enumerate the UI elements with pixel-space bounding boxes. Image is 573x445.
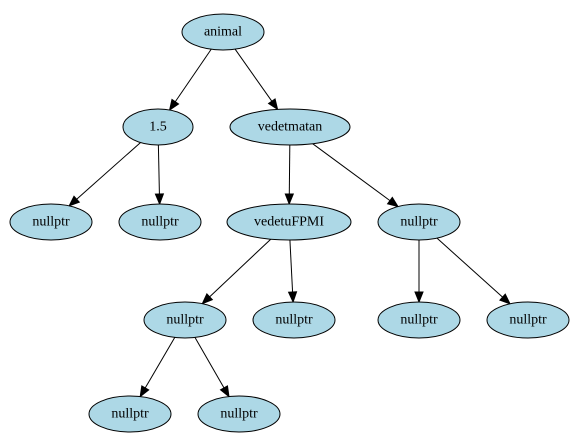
- edge-line: [436, 237, 503, 298]
- edge-line: [194, 337, 225, 389]
- node-label: animal: [204, 25, 242, 40]
- edge-n2-n6: [312, 143, 400, 208]
- tree-node: nullptr: [377, 301, 461, 339]
- edges-layer: [68, 48, 512, 398]
- edge-n5-n8: [287, 239, 298, 304]
- node-ellipse: [122, 108, 194, 146]
- edge-n7-n12: [194, 337, 230, 398]
- tree-node: nullptr: [88, 395, 172, 433]
- arrowhead-icon: [139, 385, 150, 398]
- node-label: nullptr: [111, 407, 149, 422]
- node-ellipse: [118, 203, 202, 241]
- edge-line: [157, 144, 160, 195]
- node-ellipse: [197, 395, 281, 433]
- edge-n1-n4: [154, 144, 165, 206]
- node-label: nullptr: [400, 215, 438, 230]
- node-label: nullptr: [509, 313, 547, 328]
- node-label: nullptr: [166, 313, 204, 328]
- edge-n0-n1: [168, 48, 212, 112]
- edge-line: [234, 48, 273, 102]
- edge-n0-n2: [234, 48, 279, 111]
- arrowhead-icon: [267, 98, 279, 111]
- edge-n1-n3: [68, 142, 141, 207]
- edge-n5-n7: [201, 238, 272, 305]
- node-label: vedetuFPMI: [254, 215, 324, 230]
- tree-node: nullptr: [9, 203, 93, 241]
- arrowhead-icon: [386, 196, 400, 208]
- nodes-layer: animal 1.5 vedetmatan nullptr nullptr vedetuF…: [9, 13, 570, 433]
- node-ellipse: [181, 13, 265, 51]
- node-ellipse: [486, 301, 570, 339]
- node-label: nullptr: [220, 407, 258, 422]
- tree-node: nullptr: [486, 301, 570, 339]
- edge-n6-n9: [414, 240, 424, 304]
- edge-line: [76, 142, 141, 200]
- node-ellipse: [226, 203, 352, 241]
- tree-node: nullptr: [197, 395, 281, 433]
- tree-node: vedetuFPMI: [226, 203, 352, 241]
- node-ellipse: [377, 301, 461, 339]
- node-ellipse: [252, 301, 336, 339]
- arrowhead-icon: [219, 385, 230, 398]
- node-label: nullptr: [141, 215, 179, 230]
- edge-line: [144, 337, 176, 389]
- node-ellipse: [88, 395, 172, 433]
- node-label: vedetmatan: [258, 120, 323, 135]
- edge-n6-n10: [436, 237, 512, 305]
- node-ellipse: [229, 108, 351, 146]
- tree-node: nullptr: [252, 301, 336, 339]
- edge-n7-n11: [139, 337, 176, 398]
- edge-line: [174, 48, 212, 103]
- tree-node: nullptr: [377, 203, 461, 241]
- arrowhead-icon: [68, 195, 81, 207]
- arrowhead-icon: [499, 293, 512, 305]
- node-label: 1.5: [149, 120, 167, 135]
- arrowhead-icon: [154, 193, 165, 206]
- arrowhead-icon: [168, 98, 180, 112]
- node-label: nullptr: [32, 215, 70, 230]
- arrowhead-icon: [287, 291, 298, 304]
- node-ellipse: [143, 301, 227, 339]
- node-label: nullptr: [400, 313, 438, 328]
- tree-node: nullptr: [118, 203, 202, 241]
- node-label: nullptr: [275, 313, 313, 328]
- edge-line: [289, 239, 294, 293]
- arrowhead-icon: [201, 293, 214, 305]
- tree-node: vedetmatan: [229, 108, 351, 146]
- arrowhead-icon: [284, 193, 295, 206]
- tree-node: nullptr: [143, 301, 227, 339]
- tree-node: 1.5: [122, 108, 194, 146]
- node-ellipse: [377, 203, 461, 241]
- node-ellipse: [9, 203, 93, 241]
- edge-n2-n5: [284, 144, 295, 206]
- arrowhead-icon: [414, 291, 424, 304]
- tree-node: animal: [181, 13, 265, 51]
- edge-line: [312, 143, 391, 202]
- edge-line: [288, 144, 291, 195]
- edge-line: [209, 238, 272, 298]
